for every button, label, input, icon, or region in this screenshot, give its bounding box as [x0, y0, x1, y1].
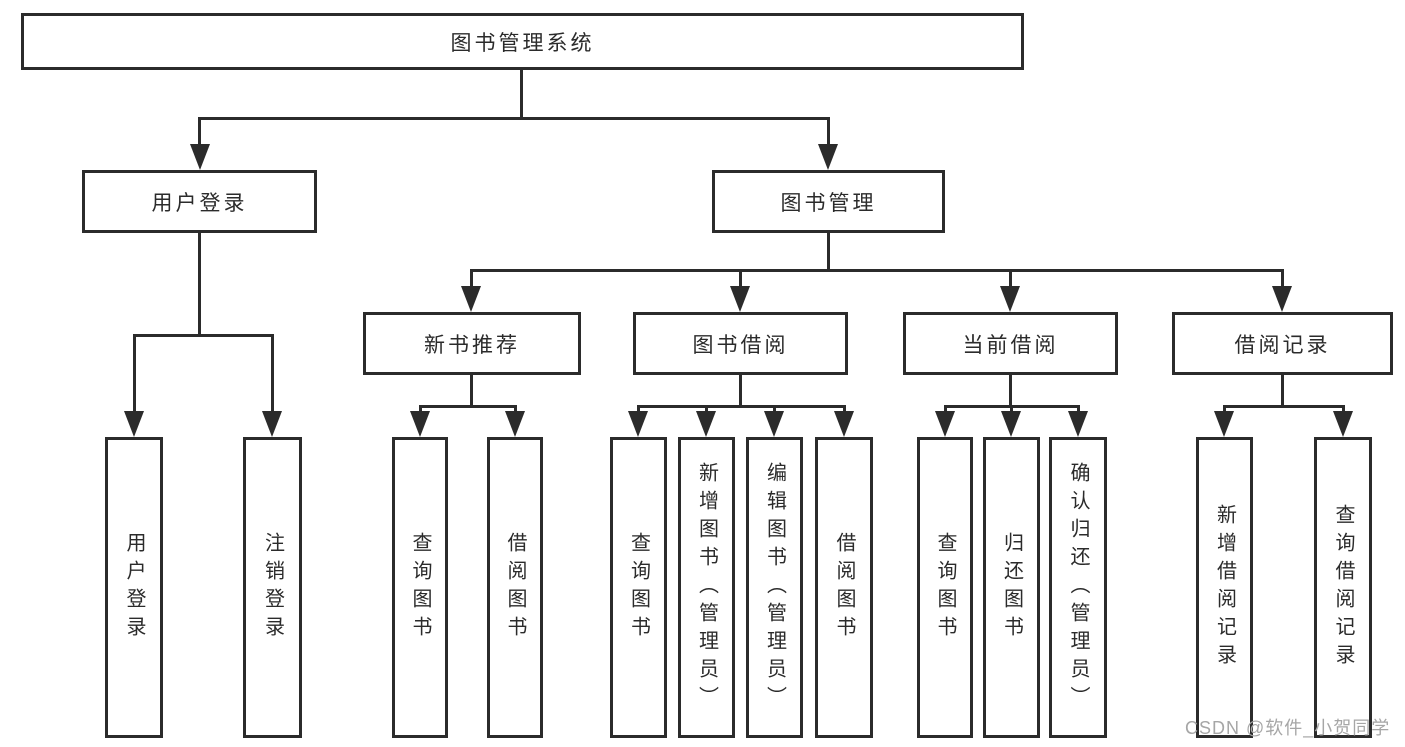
- connector-drop-logout-leaf: [271, 334, 274, 413]
- node-new-book-recommend: 新书推荐: [363, 312, 581, 375]
- connector-drop-book-management: [827, 117, 830, 146]
- connector-drop-cb-return: [1010, 405, 1013, 413]
- connector-book-management-stem: [827, 233, 830, 271]
- connector-book-borrow-stem: [739, 375, 742, 407]
- node-user-login: 用户登录: [82, 170, 317, 233]
- arrowhead-cb-query: [935, 411, 955, 437]
- leaf-bw-edit-books-admin: 编辑图书（管理员）: [746, 437, 803, 738]
- connector-level2-hline: [198, 117, 829, 120]
- arrowhead-current-borrow: [1000, 286, 1020, 312]
- node-borrow-records-label: 借阅记录: [1234, 333, 1331, 357]
- arrowhead-cb-confirm: [1068, 411, 1088, 437]
- node-root-label: 图书管理系统: [450, 31, 595, 55]
- connector-new-recommend-hline: [419, 405, 516, 408]
- connector-drop-book-borrow: [739, 269, 742, 288]
- leaf-user-login-label: 用户登录: [123, 531, 145, 644]
- arrowhead-user-login: [190, 144, 210, 170]
- leaf-br-add-record: 新增借阅记录: [1196, 437, 1253, 738]
- connector-book-borrow-hline: [637, 405, 845, 408]
- arrowhead-bw-borrow: [834, 411, 854, 437]
- node-borrow-records: 借阅记录: [1172, 312, 1393, 375]
- connector-drop-bw-borrow: [843, 405, 846, 413]
- connector-drop-cb-query: [944, 405, 947, 413]
- connector-user-login-hline: [133, 334, 274, 337]
- leaf-cb-query-books-label: 查询图书: [934, 531, 956, 644]
- leaf-bw-query-books-label: 查询图书: [627, 531, 650, 644]
- leaf-nr-query-books: 查询图书: [392, 437, 448, 738]
- leaf-cb-return-books: 归还图书: [983, 437, 1040, 738]
- leaf-nr-query-books-label: 查询图书: [409, 531, 431, 644]
- leaf-logout-label: 注销登录: [261, 531, 284, 644]
- arrowhead-br-add: [1214, 411, 1234, 437]
- leaf-bw-add-books-admin-label: 新增图书（管理员）: [695, 461, 718, 714]
- arrowhead-nr-query: [410, 411, 430, 437]
- arrowhead-bw-edit: [764, 411, 784, 437]
- leaf-bw-borrow-books-label: 借阅图书: [833, 531, 855, 644]
- leaf-user-login: 用户登录: [105, 437, 163, 738]
- connector-borrow-records-hline: [1223, 405, 1344, 408]
- arrowhead-nr-borrow: [505, 411, 525, 437]
- arrowhead-new-recommend: [461, 286, 481, 312]
- leaf-br-query-record-label: 查询借阅记录: [1332, 503, 1354, 672]
- csdn-watermark: CSDN @软件_小贺同学: [1185, 718, 1391, 738]
- leaf-cb-confirm-return-admin: 确认归还（管理员）: [1049, 437, 1107, 738]
- leaf-cb-confirm-return-admin-label: 确认归还（管理员）: [1067, 461, 1089, 714]
- connector-drop-br-add: [1223, 405, 1226, 413]
- node-user-login-label: 用户登录: [151, 191, 248, 215]
- connector-drop-br-query: [1342, 405, 1345, 413]
- leaf-br-add-record-label: 新增借阅记录: [1213, 503, 1236, 672]
- connector-drop-bw-edit: [773, 405, 776, 413]
- node-book-management: 图书管理: [712, 170, 945, 233]
- connector-drop-current-borrow: [1009, 269, 1012, 288]
- connector-drop-nr-query: [419, 405, 422, 413]
- arrowhead-cb-return: [1001, 411, 1021, 437]
- connector-borrow-records-stem: [1281, 375, 1284, 407]
- leaf-bw-add-books-admin: 新增图书（管理员）: [678, 437, 735, 738]
- arrowhead-br-query: [1333, 411, 1353, 437]
- leaf-nr-borrow-books: 借阅图书: [487, 437, 543, 738]
- leaf-bw-query-books: 查询图书: [610, 437, 667, 738]
- node-new-book-recommend-label: 新书推荐: [424, 333, 520, 357]
- connector-drop-login-leaf: [133, 334, 136, 413]
- connector-drop-bw-add: [705, 405, 708, 413]
- arrowhead-login-leaf: [124, 411, 144, 437]
- connector-current-borrow-stem: [1009, 375, 1012, 407]
- node-root: 图书管理系统: [21, 13, 1024, 70]
- connector-drop-new-recommend: [470, 269, 473, 288]
- connector-drop-nr-borrow: [514, 405, 517, 413]
- arrowhead-logout-leaf: [262, 411, 282, 437]
- connector-root-stem: [520, 70, 523, 119]
- connector-user-login-stem: [198, 233, 201, 336]
- connector-drop-bw-query: [637, 405, 640, 413]
- node-book-borrow-label: 图书借阅: [692, 333, 789, 357]
- node-book-management-label: 图书管理: [780, 191, 877, 215]
- node-current-borrow: 当前借阅: [903, 312, 1118, 375]
- arrowhead-book-management: [818, 144, 838, 170]
- leaf-logout: 注销登录: [243, 437, 302, 738]
- leaf-br-query-record: 查询借阅记录: [1314, 437, 1372, 738]
- leaf-cb-query-books: 查询图书: [917, 437, 973, 738]
- connector-drop-cb-confirm: [1077, 405, 1080, 413]
- node-book-borrow: 图书借阅: [633, 312, 848, 375]
- connector-drop-user-login: [198, 117, 201, 146]
- connector-level3-hline: [471, 269, 1283, 272]
- connector-new-recommend-stem: [470, 375, 473, 407]
- leaf-nr-borrow-books-label: 借阅图书: [504, 531, 526, 644]
- connector-drop-borrow-records: [1281, 269, 1284, 288]
- arrowhead-bw-query: [628, 411, 648, 437]
- leaf-bw-edit-books-admin-label: 编辑图书（管理员）: [763, 461, 786, 714]
- arrowhead-bw-add: [696, 411, 716, 437]
- arrowhead-book-borrow: [730, 286, 750, 312]
- leaf-bw-borrow-books: 借阅图书: [815, 437, 873, 738]
- arrowhead-borrow-records: [1272, 286, 1292, 312]
- leaf-cb-return-books-label: 归还图书: [1000, 531, 1023, 644]
- node-current-borrow-label: 当前借阅: [962, 333, 1059, 357]
